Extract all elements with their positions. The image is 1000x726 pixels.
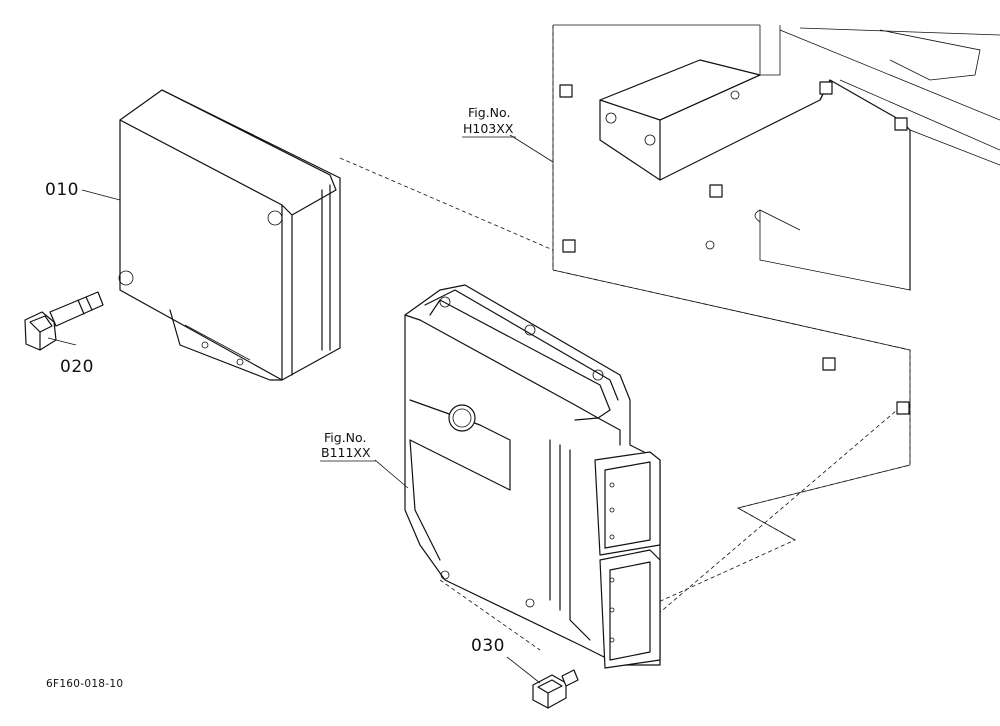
- mounting-bracket: [552, 24, 1000, 616]
- part-010-cover: [118, 89, 341, 381]
- ref-b111-line1: Fig.No.: [324, 430, 366, 445]
- part-020-bolt: [24, 291, 104, 351]
- leader-lines: [47, 134, 554, 684]
- assembly-lines: [119, 157, 898, 656]
- part-030-bolt: [532, 669, 579, 709]
- ref-h103-line1: Fig.No.: [468, 105, 510, 120]
- ref-h103-line2: H103XX: [463, 121, 514, 136]
- callout-010: 010: [45, 180, 79, 200]
- callout-020: 020: [60, 357, 94, 377]
- drawing-code: 6F160-018-10: [46, 678, 123, 690]
- ref-b111-line2: B111XX: [321, 445, 371, 460]
- ecu-unit: [404, 284, 661, 669]
- callout-030: 030: [471, 636, 505, 656]
